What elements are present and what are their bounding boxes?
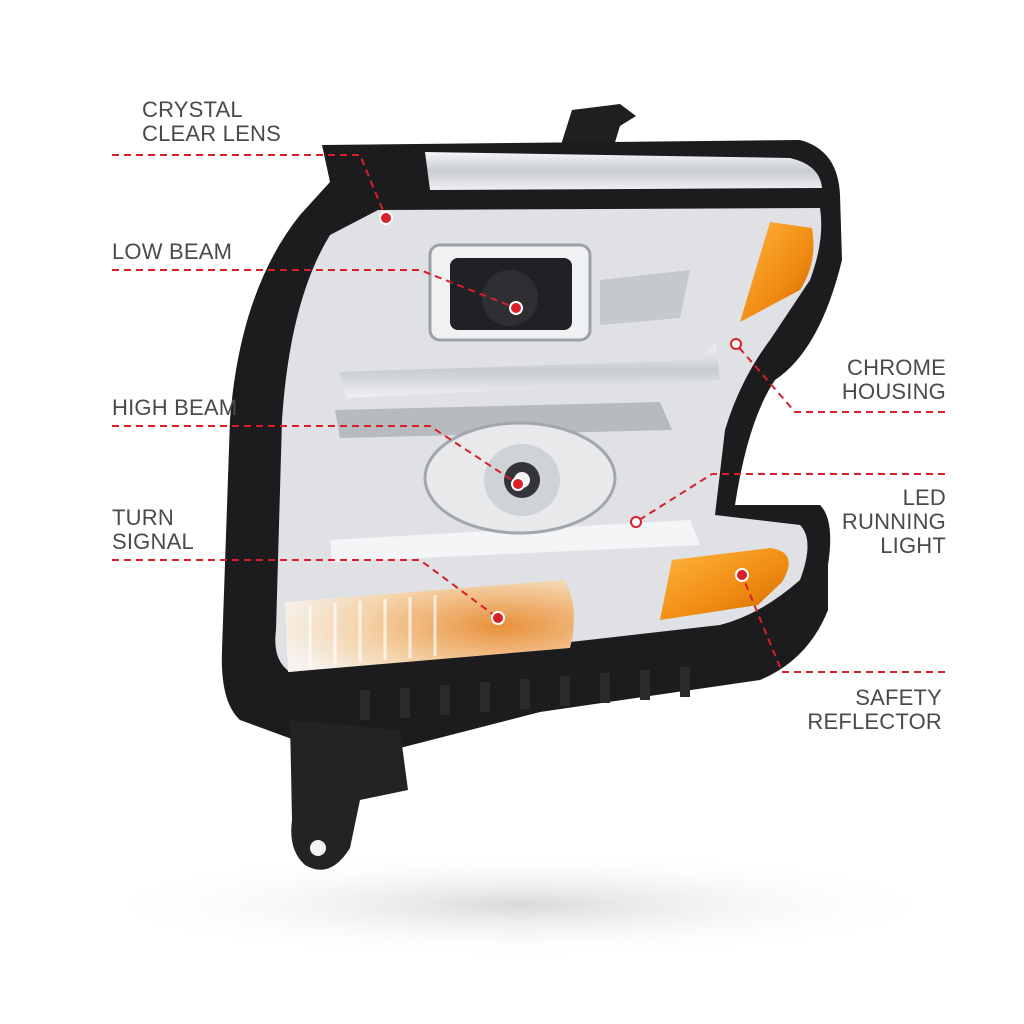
top-mounting-tab [560, 104, 636, 152]
low-beam-marker-dot [509, 301, 523, 315]
turn-signal-ribs [308, 595, 437, 666]
crystal-clear-lens-leader-line [112, 154, 387, 219]
led-running-light-line-1: LED [902, 485, 946, 510]
led-light-guide [330, 520, 700, 562]
low-beam-leader-line [112, 269, 517, 309]
middle-chrome-bar [335, 402, 672, 438]
chrome-housing-label: CHROME HOUSING [842, 356, 946, 404]
bracket-hole [310, 840, 326, 856]
upper-amber-marker [740, 222, 814, 322]
turn-signal-lens [285, 580, 574, 672]
floor-shadow [90, 850, 950, 960]
led-running-light-marker-dot [630, 516, 642, 528]
safety-reflector-line-2: REFLECTOR [807, 709, 942, 734]
led-running-light-label: LED RUNNING LIGHT [842, 486, 946, 558]
led-running-light-line-2: RUNNING [841, 509, 946, 534]
chrome-housing-line-1: CHROME [847, 355, 946, 380]
turn-signal-label: TURN SIGNAL [112, 506, 194, 554]
safety-reflector-marker-dot [735, 568, 749, 582]
safety-reflector-leader-line [741, 574, 945, 673]
top-chrome-strip [425, 152, 822, 190]
safety-reflector-label: SAFETY REFLECTOR [807, 686, 942, 734]
callout-leaders [112, 154, 945, 673]
low-beam-projector [428, 243, 690, 342]
turn-signal-marker-dot [491, 611, 505, 625]
low-beam-line-1: LOW BEAM [112, 239, 233, 264]
crystal-clear-lens-marker-dot [379, 211, 393, 225]
turn-signal-line-1: TURN [112, 505, 174, 530]
turn-signal-leader-line [112, 559, 499, 619]
safety-reflector-line-1: SAFETY [855, 685, 942, 710]
high-beam-label: HIGH BEAM [112, 396, 237, 420]
crystal-clear-lens-line-2: CLEAR LENS [142, 121, 281, 146]
lower-cooling-fins [360, 667, 690, 720]
high-beam-marker-dot [511, 477, 525, 491]
turn-signal-line-2: SIGNAL [112, 529, 194, 554]
high-beam-leader-line [112, 425, 519, 485]
chrome-housing-leader-line [735, 343, 945, 413]
chrome-housing-marker-dot [730, 338, 742, 350]
crystal-clear-lens-line-1: CRYSTAL [142, 97, 243, 122]
crystal-clear-lens-label: CRYSTAL CLEAR LENS [142, 98, 281, 146]
high-beam-line-1: HIGH BEAM [112, 395, 238, 420]
led-running-light-line-3: LIGHT [880, 533, 946, 558]
chrome-housing-line-2: HOUSING [841, 379, 946, 404]
safety-reflector-amber [660, 548, 789, 620]
led-running-light-leader-line [635, 473, 945, 523]
low-beam-label: LOW BEAM [112, 240, 232, 264]
upper-chrome-bar [340, 342, 720, 398]
lower-bracket [290, 720, 408, 870]
